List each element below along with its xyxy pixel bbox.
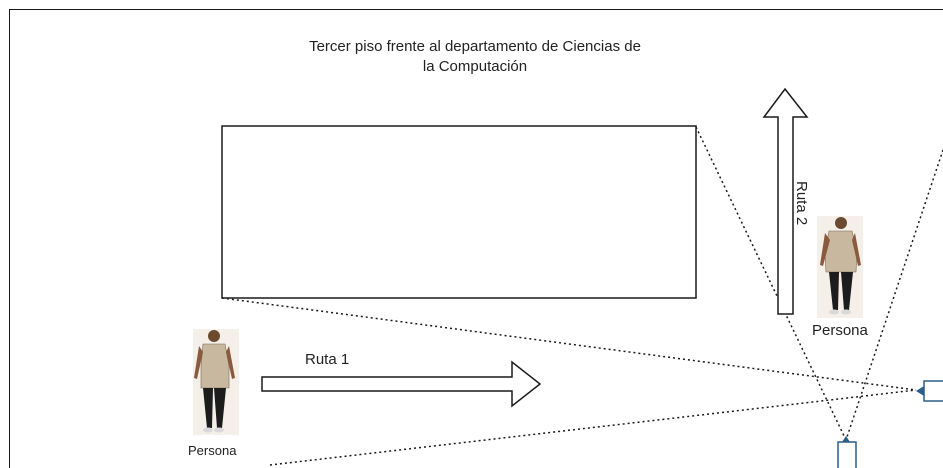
diagram-title: Tercer piso frente al departamento de Ci… — [210, 37, 740, 77]
camera-right-icon — [916, 380, 943, 402]
fov-line-right-lower — [269, 389, 917, 466]
route-1-arrow — [261, 360, 542, 408]
fov-line-bottom-right — [845, 149, 943, 441]
route-1-label: Ruta 1 — [305, 351, 350, 368]
person-left-label: Persona — [188, 443, 237, 458]
person-right-icon — [817, 216, 863, 318]
fov-line-right-upper — [221, 297, 917, 391]
person-right-label: Persona — [812, 322, 868, 339]
department-rectangle — [221, 125, 697, 299]
title-line-1: Tercer piso frente al departamento de Ci… — [309, 38, 641, 55]
route-2-arrow — [762, 87, 809, 315]
camera-bottom-icon — [837, 436, 857, 468]
title-line-2: la Computación — [422, 58, 528, 75]
route-2-label: Ruta 2 — [793, 181, 810, 226]
person-left-icon — [193, 329, 239, 435]
diagram-frame — [9, 9, 943, 468]
